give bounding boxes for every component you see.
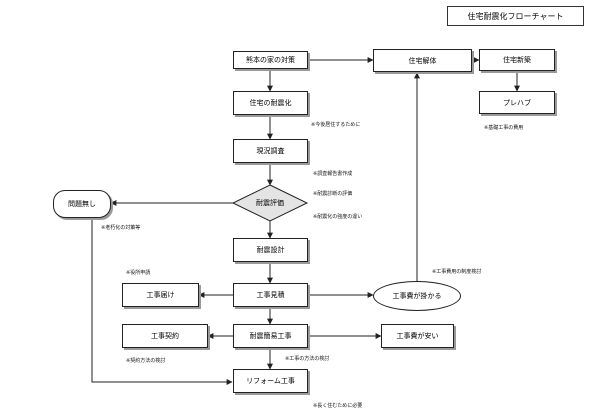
node-kojihi-yasui: 工事費が安い [381, 324, 454, 348]
node-koji-todoke: 工事届け [122, 283, 199, 307]
evaluation-diamond [231, 184, 309, 222]
node-mondai-nashi: 問題無し [53, 190, 111, 218]
note-roukyuka: ※老朽化の対策等 [101, 225, 141, 231]
note-nagaku: ※長く住むために必要 [313, 403, 363, 409]
note-chosa-hokoku: ※調査報告書作成 [313, 171, 353, 177]
note-yakusho: ※役所申請 [126, 270, 151, 276]
node-taishin-hyoka: 耐震評価 [256, 199, 284, 207]
node-prefab: プレハブ [479, 91, 555, 114]
node-reform-koji: リフォーム工事 [233, 369, 308, 393]
node-koji-mitsumori: 工事見積 [233, 283, 308, 307]
note-kyodo: ※耐震化の強度の違い [313, 214, 363, 220]
node-taishinka: 住宅の耐震化 [233, 91, 308, 115]
node-genkyo: 現況調査 [233, 139, 308, 163]
node-koji-keiyaku: 工事契約 [122, 324, 208, 348]
node-taishin-sekkei: 耐震設計 [233, 238, 308, 262]
node-kumamoto: 熊本の家の対策 [233, 51, 308, 69]
note-kojihiyo-hikaku: ※工事費用の制度検討 [432, 269, 482, 275]
note-kiso: ※基礎工事の費用 [484, 125, 524, 131]
note-koji-hoho: ※工事の方法の検討 [285, 356, 330, 362]
note-kongo: ※今後居住するために [311, 122, 361, 128]
node-jutaku-shinchiku: 住宅新築 [479, 49, 555, 71]
arrow-nashi-to-reform [91, 218, 233, 385]
chart-title: 住宅耐震化フローチャート [447, 6, 584, 26]
node-taishin-kani-koji: 耐震簡易工事 [233, 324, 308, 348]
note-taishin-shindan: ※耐震診断の評価 [313, 191, 353, 197]
node-kojihi-kakaru: 工事費が掛かる [373, 281, 461, 311]
note-keiyaku-hoho: ※契約方法の検討 [126, 358, 166, 364]
node-jutaku-kaitai: 住宅解体 [373, 49, 472, 72]
